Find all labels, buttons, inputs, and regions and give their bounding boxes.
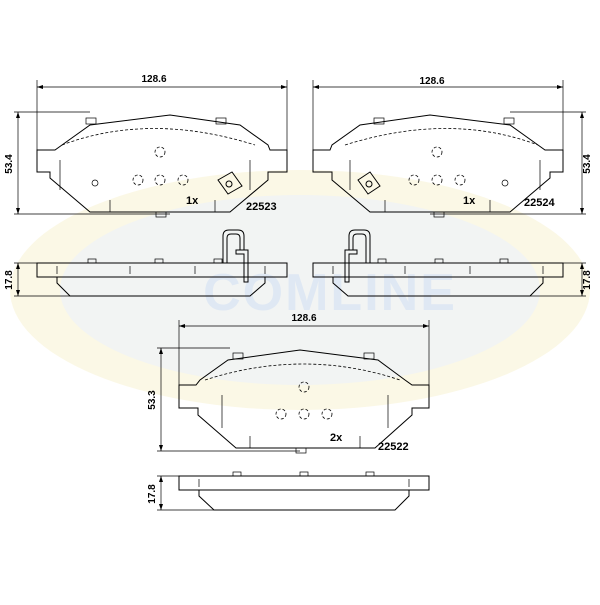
tab <box>503 117 515 125</box>
arrow <box>16 263 20 269</box>
thickness-label: 17.8 <box>147 484 158 504</box>
tab <box>213 258 223 264</box>
arrow <box>16 208 20 214</box>
wear-clip-hole <box>225 180 233 188</box>
width-label: 128.6 <box>419 76 444 87</box>
tab <box>433 211 445 218</box>
backing-plate <box>178 349 430 449</box>
friction-edge <box>61 128 256 146</box>
thickness-label: 17.8 <box>582 270 593 290</box>
tab <box>232 471 242 477</box>
arrow <box>16 112 20 118</box>
wear-clip-leg <box>344 249 358 283</box>
backing-plate <box>36 114 288 213</box>
pad-top-left: 128.6 53.4 1x 22523 <box>4 74 288 218</box>
chamfer-lines <box>349 160 541 212</box>
hole <box>408 174 420 186</box>
arrow <box>159 476 163 482</box>
friction-side <box>198 490 410 511</box>
height-label: 53.3 <box>147 390 158 410</box>
wear-clip <box>357 171 381 195</box>
tab <box>373 117 385 125</box>
arrow <box>37 85 43 89</box>
hole <box>177 174 189 186</box>
quantity-label: 1x <box>463 195 476 207</box>
wear-clip <box>217 171 243 195</box>
tab <box>434 258 444 264</box>
tab <box>154 258 164 264</box>
backing-plate-side <box>178 475 430 491</box>
hole <box>454 174 466 186</box>
thickness-label: 17.8 <box>4 270 15 290</box>
side-lines <box>56 266 266 274</box>
arrow <box>179 324 185 328</box>
part-number: 22523 <box>246 201 277 213</box>
height-label: 53.4 <box>4 154 15 174</box>
side-lines <box>198 479 410 487</box>
hole <box>275 408 287 420</box>
chamfer-lines <box>221 395 389 448</box>
watermark-inner <box>60 195 540 385</box>
tab <box>215 117 227 125</box>
chamfer-lines <box>59 160 251 212</box>
hole <box>132 174 144 186</box>
pad-bottom: 128.6 53.3 2x 22522 <box>147 313 430 454</box>
arrow <box>557 85 563 89</box>
height-label: 53.4 <box>582 154 593 174</box>
hole <box>298 408 310 420</box>
arrow <box>159 445 163 451</box>
hole <box>298 381 310 393</box>
arrow <box>580 263 584 269</box>
hole <box>321 408 333 420</box>
quantity-label: 2x <box>330 432 343 444</box>
pad-top-right: 128.6 53.4 1x 22524 <box>312 76 593 218</box>
tab <box>232 352 244 360</box>
side-view-top-right: 17.8 <box>312 229 593 297</box>
arrow <box>159 504 163 510</box>
tab <box>363 352 375 360</box>
hole-small <box>501 179 509 187</box>
backing-plate <box>312 114 564 213</box>
side-view-bottom: 17.8 <box>147 471 430 511</box>
hole <box>154 174 166 186</box>
arrow <box>159 348 163 354</box>
friction-edge <box>204 363 401 381</box>
hole <box>154 146 166 158</box>
tab <box>499 258 509 264</box>
tab <box>299 471 309 477</box>
width-label: 128.6 <box>141 74 166 85</box>
tab <box>295 447 307 454</box>
arrow <box>313 85 319 89</box>
part-number: 22522 <box>378 441 409 453</box>
arrow <box>580 112 584 118</box>
part-number: 22524 <box>524 197 555 209</box>
tab <box>365 471 375 477</box>
arrow <box>281 85 287 89</box>
side-lines <box>332 266 544 274</box>
wear-clip-leg <box>235 249 249 283</box>
width-label: 128.6 <box>291 313 316 324</box>
hole <box>431 146 443 158</box>
wear-clip-hole <box>365 180 373 188</box>
side-view-top-left: 17.8 <box>4 229 288 297</box>
arrow <box>580 290 584 296</box>
arrow <box>423 324 429 328</box>
comline-watermark: COMLINE <box>10 170 590 410</box>
tab <box>155 211 167 218</box>
arrow <box>16 290 20 296</box>
quantity-label: 1x <box>186 195 199 207</box>
hole <box>431 174 443 186</box>
watermark-text: COMLINE <box>203 264 457 322</box>
tab <box>85 117 97 125</box>
tab <box>87 258 97 264</box>
friction-edge <box>344 128 539 146</box>
hole-small <box>91 179 99 187</box>
friction-side <box>56 277 266 297</box>
arrow <box>580 208 584 214</box>
friction-side <box>332 277 544 297</box>
tab <box>377 258 387 264</box>
